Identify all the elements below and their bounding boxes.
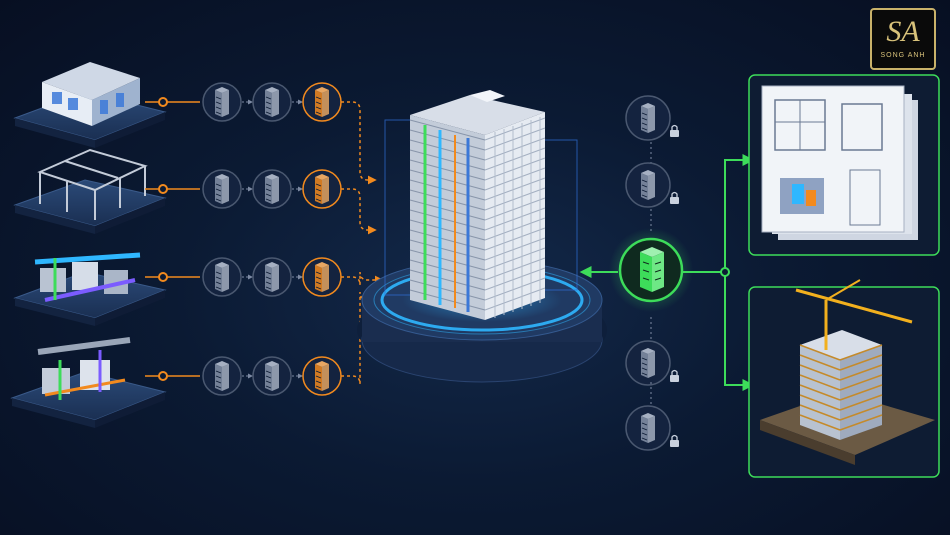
- building-icon: [641, 348, 655, 378]
- piping-system-icon: [37, 337, 131, 400]
- building-icon: [265, 87, 279, 117]
- to-model-arrow: [341, 271, 384, 286]
- building-icon: [315, 262, 329, 292]
- to-model-arrow: [341, 291, 389, 385]
- building-icon: [215, 87, 229, 117]
- pipeline-row: [145, 82, 377, 185]
- lock-icon: [670, 191, 679, 204]
- construction-site-icon: [760, 279, 935, 465]
- to-model-arrow: [341, 101, 377, 185]
- building-icon: [265, 174, 279, 204]
- federated-bim-tower-icon: [384, 90, 578, 320]
- lock-icon: [670, 369, 679, 382]
- input-node: [158, 371, 168, 381]
- building-icon: [315, 87, 329, 117]
- pipeline-step: [202, 356, 242, 396]
- input-tile-piping: [10, 337, 167, 428]
- pipeline-step-active: [302, 356, 342, 396]
- input-tile-structure: [13, 148, 167, 234]
- pipeline-step: [202, 82, 242, 122]
- logo-wordmark: SONG ANH: [880, 52, 926, 59]
- locked-version: [625, 95, 679, 141]
- output-connectors: [683, 154, 755, 391]
- building-icon: [215, 361, 229, 391]
- pipeline-step: [252, 82, 292, 122]
- structure-frame-icon: [37, 148, 148, 220]
- logo-mark: SA: [886, 15, 920, 48]
- mep-system-icon: [34, 252, 141, 302]
- output-panel-construction: [748, 279, 940, 478]
- pipeline-step: [252, 169, 292, 209]
- building-icon: [215, 262, 229, 292]
- locked-version: [625, 340, 679, 386]
- input-node: [158, 184, 168, 194]
- pipeline-step-active: [302, 169, 342, 209]
- pipeline-step: [252, 257, 292, 297]
- input-tile-mep: [13, 252, 167, 326]
- input-node: [158, 272, 168, 282]
- pipeline-rows: [145, 82, 389, 396]
- pipeline-step-active: [302, 82, 342, 122]
- building-icon: [265, 262, 279, 292]
- approved-model-icon: [640, 247, 664, 292]
- building-icon: [215, 174, 229, 204]
- lock-icon: [670, 124, 679, 137]
- output-panel-drawings: [748, 74, 940, 256]
- pipeline-step: [202, 169, 242, 209]
- building-icon: [641, 103, 655, 133]
- lock-icon: [670, 434, 679, 447]
- locked-version: [625, 405, 679, 451]
- pipeline-row: [145, 169, 377, 235]
- company-logo: SA SONG ANH: [870, 8, 936, 70]
- building-icon: [315, 174, 329, 204]
- pipeline-step: [252, 356, 292, 396]
- pipeline-row: [145, 257, 384, 297]
- building-icon: [641, 170, 655, 200]
- locked-version: [625, 162, 679, 208]
- locked-versions: [625, 95, 679, 451]
- pipeline-step-active: [302, 257, 342, 297]
- pipeline-row: [145, 291, 389, 396]
- approved-hub: [609, 228, 693, 312]
- input-tile-architecture: [13, 62, 167, 148]
- construction-drawings-icon: [761, 85, 918, 240]
- input-node: [158, 97, 168, 107]
- building-icon: [641, 413, 655, 443]
- architecture-model-icon: [42, 62, 140, 126]
- pipeline-step: [202, 257, 242, 297]
- central-model: [357, 90, 607, 383]
- to-model-arrow: [341, 188, 377, 235]
- building-icon: [315, 361, 329, 391]
- building-icon: [265, 361, 279, 391]
